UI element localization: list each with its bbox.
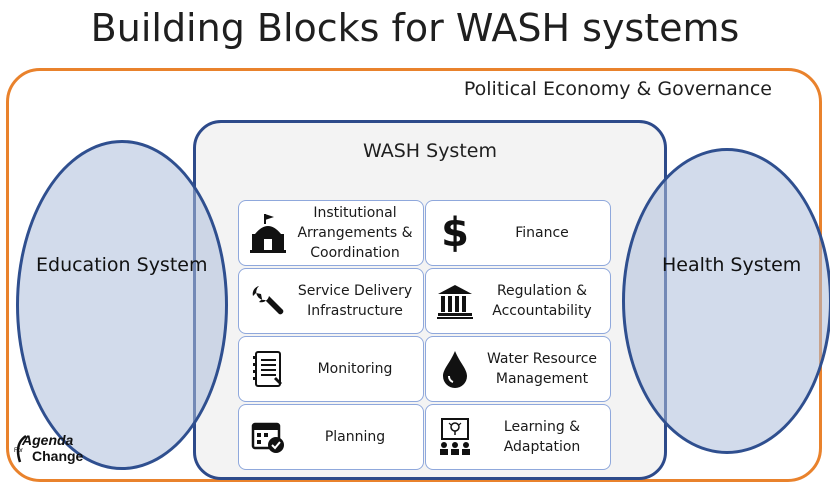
block-planning: Planning — [238, 404, 424, 470]
block-label: Planning — [324, 429, 386, 445]
block-label: Water Resource Management — [486, 351, 598, 387]
block-learning: Learning & Adaptation — [425, 404, 611, 470]
bank-columns-icon — [432, 278, 478, 324]
block-label: Monitoring — [317, 361, 393, 377]
health-system-ellipse — [622, 148, 830, 454]
block-finance: $ Finance — [425, 200, 611, 266]
block-water-resource: Water Resource Management — [425, 336, 611, 402]
education-system-ellipse — [16, 140, 228, 470]
dollar-sign-icon: $ — [441, 210, 469, 256]
block-label: Service Delivery Infrastructure — [297, 283, 413, 319]
wrench-icon — [245, 278, 291, 324]
logo-for-text: For — [14, 448, 23, 454]
block-label: Finance — [515, 225, 569, 241]
calendar-check-icon — [245, 414, 291, 460]
wash-system-label: WASH System — [363, 140, 497, 162]
block-institutional-arrangements: Institutional Arrangements & Coordinatio… — [238, 200, 424, 266]
presentation-group-icon — [432, 414, 478, 460]
logo-arc-icon — [16, 434, 27, 463]
water-drop-icon — [432, 346, 478, 392]
political-economy-label: Political Economy & Governance — [463, 78, 772, 100]
block-monitoring: Monitoring — [238, 336, 424, 402]
building-dome-icon — [245, 210, 291, 256]
health-system-label: Health System — [662, 254, 802, 276]
clipboard-list-icon — [245, 346, 291, 392]
block-label: Regulation & Accountability — [492, 283, 592, 319]
logo-change-text: Change — [32, 448, 84, 464]
logo-agenda-text: Agenda — [22, 432, 74, 448]
diagram-title: Building Blocks for WASH systems — [90, 6, 740, 50]
education-system-label: Education System — [36, 254, 208, 276]
block-label: Institutional Arrangements & Coordinatio… — [297, 205, 413, 261]
block-label: Learning & Adaptation — [503, 419, 581, 455]
agenda-for-change-logo: Agenda For Change — [14, 432, 104, 468]
block-service-delivery: Service Delivery Infrastructure — [238, 268, 424, 334]
block-regulation: Regulation & Accountability — [425, 268, 611, 334]
